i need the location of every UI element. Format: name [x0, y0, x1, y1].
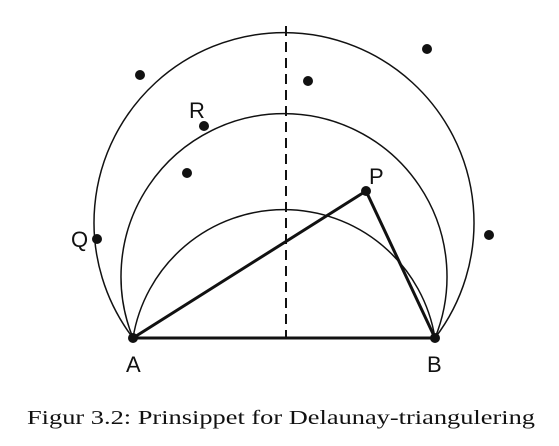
point-q — [92, 234, 102, 244]
point-r — [199, 121, 209, 131]
edge-p-b — [364, 190, 437, 339]
label-q: Q — [71, 227, 88, 252]
point-unlabeled — [422, 44, 432, 54]
point-unlabeled — [303, 76, 313, 86]
label-r: R — [189, 98, 205, 123]
point-a — [128, 333, 138, 343]
outer-circle-arc — [93, 31, 475, 339]
point-unlabeled — [484, 230, 494, 240]
label-p: P — [369, 164, 384, 189]
point-unlabeled — [135, 70, 145, 80]
middle-circle-arc — [120, 112, 448, 339]
point-unlabeled — [182, 168, 192, 178]
edge-a-p — [132, 189, 367, 340]
point-p — [361, 186, 371, 196]
label-b: B — [427, 352, 442, 377]
figure-caption: Figur 3.2: Prinsippet for Delaunay-trian… — [27, 407, 535, 429]
label-a: A — [126, 352, 141, 377]
inner-circle-arc — [132, 208, 436, 339]
point-b — [430, 333, 440, 343]
